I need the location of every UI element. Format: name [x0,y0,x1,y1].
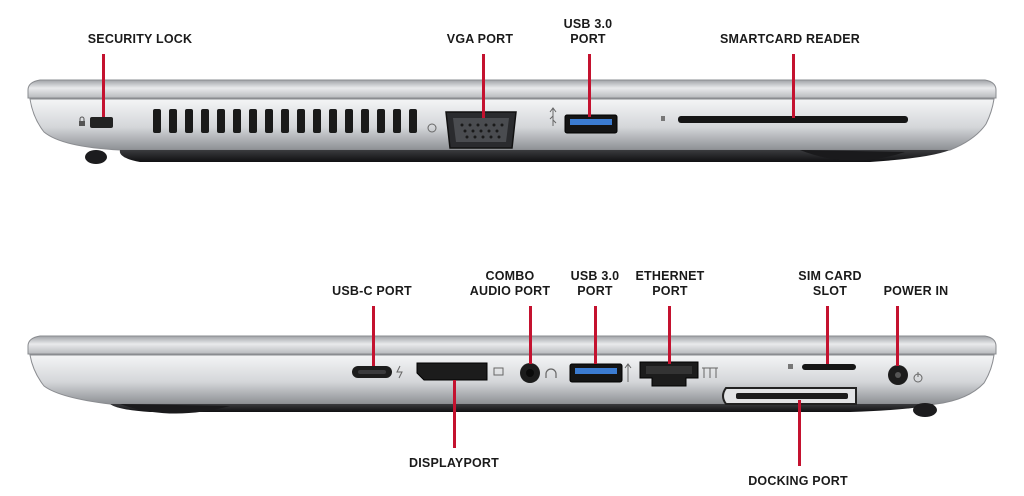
foot [120,404,230,414]
foot [800,150,905,161]
vent-grille [153,109,417,133]
label-line: PORT [577,284,613,298]
leader-line-simcard [826,306,829,364]
monitor-icon [427,123,437,133]
label-docking-port: DOCKING PORT [748,474,848,488]
label-security-lock: SECURITY LOCK [87,32,193,46]
usb-icon [624,363,632,382]
label-line: USB 3.0 [570,269,620,283]
leader-line-power [896,306,899,366]
label-smartcard-reader: SMARTCARD READER [719,32,860,46]
label-line: PORT [652,284,688,298]
base-underside [119,150,951,162]
label-power-in: POWER IN [883,284,949,298]
leader-line-security-lock [102,54,105,117]
label-usb30-top: USB 3.0 PORT [548,17,628,47]
headphone-icon [545,368,557,378]
label-usbc-port: USB-C PORT [332,284,412,298]
label-line: PORT [570,32,606,46]
leader-line-smartcard [792,54,795,118]
label-ethernet: ETHERNET PORT [622,269,718,299]
laptop-right-side [27,335,997,417]
power-icon [913,372,923,383]
lid-top [27,335,997,355]
label-line: SLOT [812,284,848,298]
foot [913,403,937,417]
leader-line-docking [798,400,801,466]
leader-line-ethernet [668,306,671,364]
label-displayport: DISPLAYPORT [409,456,499,470]
label-line: USB 3.0 [563,17,613,31]
label-vga-port: VGA PORT [446,32,514,46]
smartcard-slot [678,116,908,123]
leader-line-combo-audio [529,306,532,364]
sim-icon [788,364,793,369]
usb-icon [549,107,557,126]
label-usb30-bottom: USB 3.0 PORT [555,269,635,299]
displayport-icon [493,367,504,376]
sim-card-slot [802,364,856,370]
label-combo-audio: COMBO AUDIO PORT [448,269,572,299]
sim-icon [661,116,665,121]
leader-line-vga-port [482,54,485,118]
foot [85,150,107,164]
laptop-left-side [27,79,997,164]
lid-top [27,79,997,99]
leader-line-usb30-bottom [594,306,597,364]
leader-line-usbc [372,306,375,366]
label-line: COMBO [485,269,535,283]
label-line: AUDIO PORT [469,284,551,298]
label-line: ETHERNET [635,269,705,283]
label-simcard: SIM CARD SLOT [782,269,878,299]
leader-line-usb30-top [588,54,591,117]
leader-line-displayport [453,380,456,448]
lock-icon [79,116,85,126]
displayport-port [416,362,488,381]
usb-c-icon [396,365,403,379]
label-line: SIM CARD [798,269,862,283]
base-underside [110,404,936,412]
security-lock-slot [90,117,113,128]
network-icon [702,367,718,378]
